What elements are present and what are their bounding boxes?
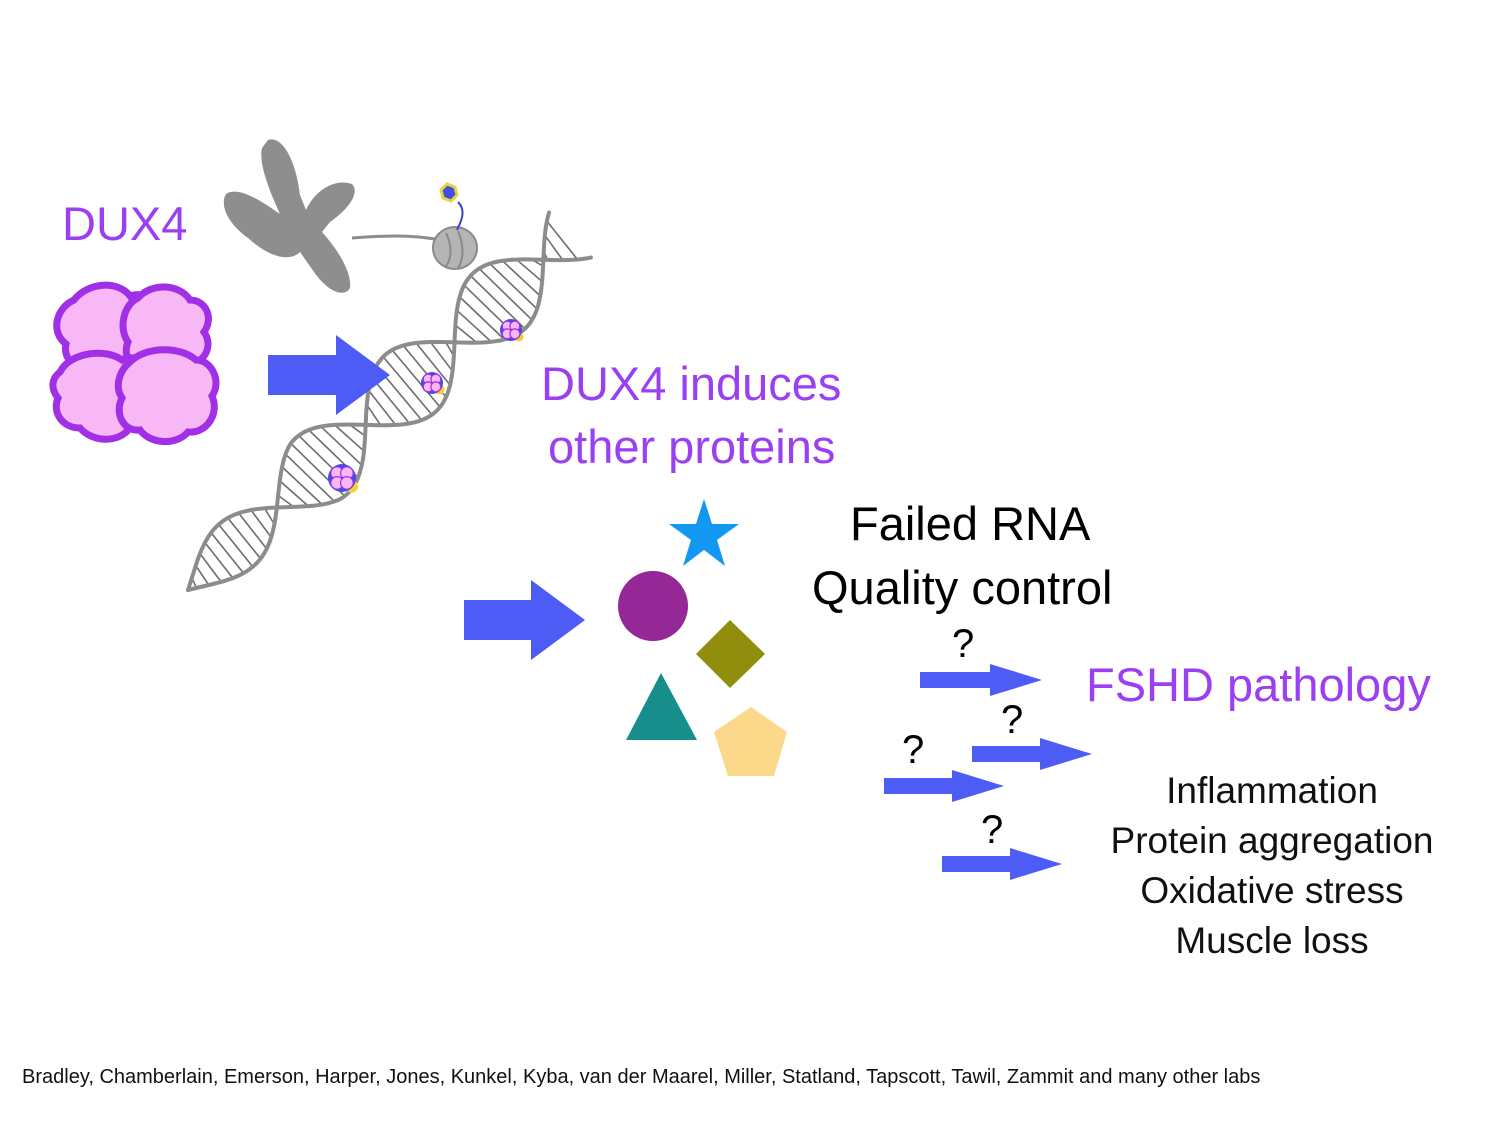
bound-dux4-icon [500, 319, 524, 342]
dna-base-pair [429, 341, 454, 372]
dna-base-pair [367, 389, 397, 426]
bound-dux4-icon [421, 372, 445, 395]
dna-base-pair [284, 453, 336, 503]
dux4-label: DUX4 [62, 197, 188, 250]
dna-base-pair [459, 296, 505, 341]
dna-base-pair [320, 425, 363, 466]
dna-base-pair [382, 356, 433, 416]
pathology-effects-list: Inflammation Protein aggregation Oxidati… [1082, 766, 1462, 966]
arrow-q3 [884, 770, 1004, 802]
dna-base-pair [544, 234, 564, 261]
bound-dux4-icon [328, 464, 359, 493]
chromosome-icon [223, 139, 355, 293]
dna-base-pair [263, 507, 276, 525]
question-mark: ? [1001, 698, 1024, 742]
rna-qc-label-line1: Failed RNA [850, 497, 1091, 550]
dna-base-pair [199, 553, 222, 583]
dna-base-pair [454, 324, 478, 344]
dna-base-pair [415, 342, 451, 386]
pentagon-icon [714, 707, 787, 776]
question-mark: ? [952, 622, 975, 666]
dna-base-pair [546, 220, 579, 261]
star-icon [669, 499, 739, 566]
question-mark: ? [902, 728, 925, 772]
dna-base-pair [195, 565, 210, 586]
dna-base-pair [204, 542, 234, 579]
dna-base-pair [250, 509, 272, 538]
arrow-q4 [942, 848, 1062, 880]
dna-strand [186, 255, 593, 592]
dna-base-pair [334, 424, 365, 452]
arrow-dna-to-proteins [464, 580, 585, 660]
arrow-dux4-to-dna [268, 335, 390, 415]
dna-base-pair [501, 260, 541, 297]
dna-base-pair [218, 523, 254, 568]
effect-item: Oxidative stress [1140, 870, 1404, 911]
induces-label-line2: other proteins [548, 420, 836, 473]
rna-qc-label-line2: Quality control [812, 561, 1113, 614]
dna-base-pair [227, 517, 262, 560]
dna-base-pair [391, 349, 441, 408]
dna-base-pair [279, 480, 309, 507]
dux4-protein-icon [49, 281, 220, 445]
dna-base-pair [281, 466, 323, 506]
circle-icon [618, 571, 688, 641]
nucleosome-icon [351, 182, 478, 270]
diamond-icon [696, 620, 765, 688]
effect-item: Muscle loss [1175, 920, 1369, 961]
credits-footnote: Bradley, Chamberlain, Emerson, Harper, J… [22, 1066, 1261, 1088]
arrow-q2 [972, 738, 1092, 770]
dna-base-pair [478, 267, 533, 321]
dna-base-pair [516, 258, 543, 283]
dna-base-pair [489, 263, 538, 310]
dna-base-pair [210, 532, 245, 574]
effect-item: Inflammation [1166, 770, 1378, 811]
arrow-q1 [920, 664, 1042, 696]
dna-base-pair [470, 275, 526, 330]
induces-label-line1: DUX4 induces [541, 357, 842, 410]
fshd-pathology-label: FSHD pathology [1086, 658, 1431, 711]
triangle-icon [626, 673, 697, 740]
dna-base-pair [237, 512, 268, 550]
dna-base-pair [456, 309, 492, 343]
dna-base-pair [366, 404, 382, 426]
question-mark: ? [981, 808, 1004, 852]
dna-strand [186, 210, 552, 592]
effect-item: Protein aggregation [1110, 820, 1434, 861]
dna-helix-icon [186, 210, 593, 592]
dna-base-pair [370, 376, 411, 424]
